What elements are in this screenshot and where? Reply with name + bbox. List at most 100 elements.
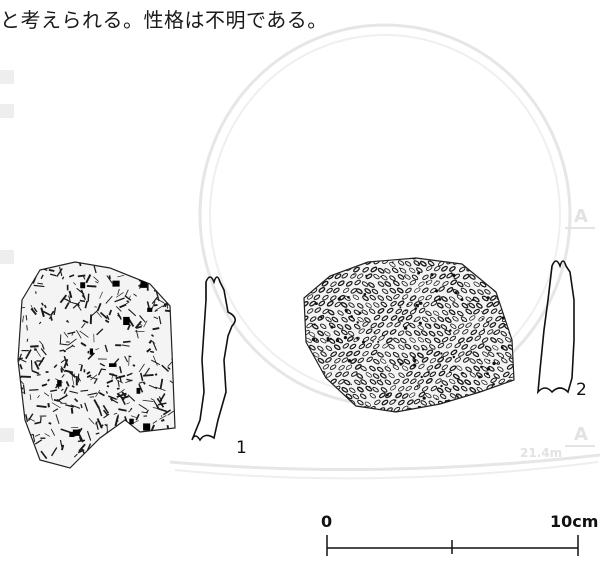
rubbing-stroke xyxy=(26,325,28,331)
rubbing-stroke xyxy=(53,307,57,316)
cord-mark xyxy=(445,372,453,378)
rubbing-speck xyxy=(428,324,432,327)
rubbing-stroke xyxy=(108,275,111,280)
rubbing-stroke xyxy=(96,328,104,336)
rubbing-speck xyxy=(478,358,481,361)
rubbing-speck xyxy=(483,328,485,330)
cord-mark xyxy=(345,393,353,400)
cord-mark xyxy=(362,350,369,357)
cord-mark xyxy=(395,308,402,315)
cord-mark xyxy=(381,399,389,406)
rubbing-stroke xyxy=(63,355,69,367)
cord-mark xyxy=(320,338,327,344)
rubbing-stroke xyxy=(115,306,122,312)
cord-mark xyxy=(452,302,459,308)
rubbing-speck xyxy=(427,370,430,374)
cord-mark xyxy=(457,337,465,344)
cord-mark xyxy=(401,309,409,315)
rubbing-stroke xyxy=(113,412,118,415)
figure-number-1: 1 xyxy=(236,438,247,458)
rubbing-stroke xyxy=(78,434,84,443)
cord-mark xyxy=(482,308,489,315)
cord-mark xyxy=(487,329,494,335)
cord-mark xyxy=(420,400,427,406)
cord-mark xyxy=(341,386,349,393)
rubbing-stroke xyxy=(103,409,109,416)
rubbing-stroke xyxy=(162,409,172,416)
cord-mark xyxy=(386,307,394,314)
rubbing-speck xyxy=(315,339,318,342)
cord-mark xyxy=(477,343,485,349)
rubbing-stroke xyxy=(96,302,102,312)
cord-mark xyxy=(330,351,338,358)
cord-mark xyxy=(426,265,433,271)
cord-mark xyxy=(490,377,498,384)
cord-mark xyxy=(349,343,357,350)
rubbing-speck xyxy=(448,371,451,374)
rubbing-speck xyxy=(417,271,421,275)
cord-mark xyxy=(325,345,333,351)
cord-mark xyxy=(484,289,491,295)
rubbing-stroke xyxy=(80,404,83,409)
cord-mark xyxy=(452,316,459,322)
cord-mark xyxy=(433,310,440,316)
cord-mark xyxy=(373,328,381,335)
cord-mark xyxy=(465,322,472,328)
cord-mark xyxy=(381,315,389,322)
cord-mark xyxy=(409,295,417,302)
rubbing-speck xyxy=(501,316,505,320)
rubbing-stroke xyxy=(48,421,52,425)
cord-mark xyxy=(473,379,481,386)
cord-mark xyxy=(426,365,434,371)
rubbing-stroke xyxy=(129,407,133,411)
rubbing-speck xyxy=(402,298,404,300)
cord-mark xyxy=(462,273,470,280)
cord-mark xyxy=(385,337,393,344)
rubbing-speck xyxy=(457,395,459,397)
cord-mark xyxy=(433,265,441,272)
cord-mark xyxy=(430,300,438,307)
rubbing-speck xyxy=(398,334,400,336)
cord-mark xyxy=(309,300,316,307)
cord-mark xyxy=(452,373,460,380)
rubbing-stroke xyxy=(115,379,124,384)
rubbing-stroke xyxy=(118,408,127,412)
rubbing-stroke xyxy=(85,274,92,284)
cord-mark xyxy=(369,365,376,372)
cord-mark xyxy=(433,280,440,286)
cord-mark xyxy=(336,337,344,344)
cord-mark xyxy=(329,364,337,370)
cord-mark xyxy=(381,330,389,337)
rubbing-stroke xyxy=(152,327,160,331)
rubbing-speck xyxy=(492,382,495,386)
rubbing-speck xyxy=(467,303,469,305)
cord-mark xyxy=(373,314,381,321)
rubbing-stroke xyxy=(95,348,100,350)
cord-mark xyxy=(393,337,400,344)
cord-mark xyxy=(354,279,361,286)
rubbing-stroke xyxy=(159,393,166,402)
rubbing-speck xyxy=(478,375,482,379)
rubbing-speck xyxy=(413,359,417,363)
rubbing-stroke xyxy=(86,374,92,378)
rubbing-speck xyxy=(449,329,452,332)
cord-mark xyxy=(473,281,480,287)
rubbing-stroke xyxy=(122,340,131,344)
rubbing-stroke xyxy=(114,297,125,303)
cord-mark xyxy=(393,406,401,412)
rubbing-blot xyxy=(147,307,153,312)
cord-mark xyxy=(412,358,419,364)
rubbing-stroke xyxy=(57,394,68,402)
cord-mark xyxy=(438,286,445,292)
cord-mark xyxy=(418,391,426,398)
cord-mark xyxy=(401,365,409,371)
rubbing-stroke xyxy=(142,399,154,402)
cord-mark xyxy=(321,280,329,287)
cord-mark xyxy=(362,321,369,327)
cord-mark xyxy=(454,357,461,363)
rubbing-speck xyxy=(394,399,397,402)
rubbing-stroke xyxy=(95,421,99,430)
rubbing-speck xyxy=(452,273,456,278)
cord-mark xyxy=(422,274,429,281)
cord-mark xyxy=(417,295,425,302)
